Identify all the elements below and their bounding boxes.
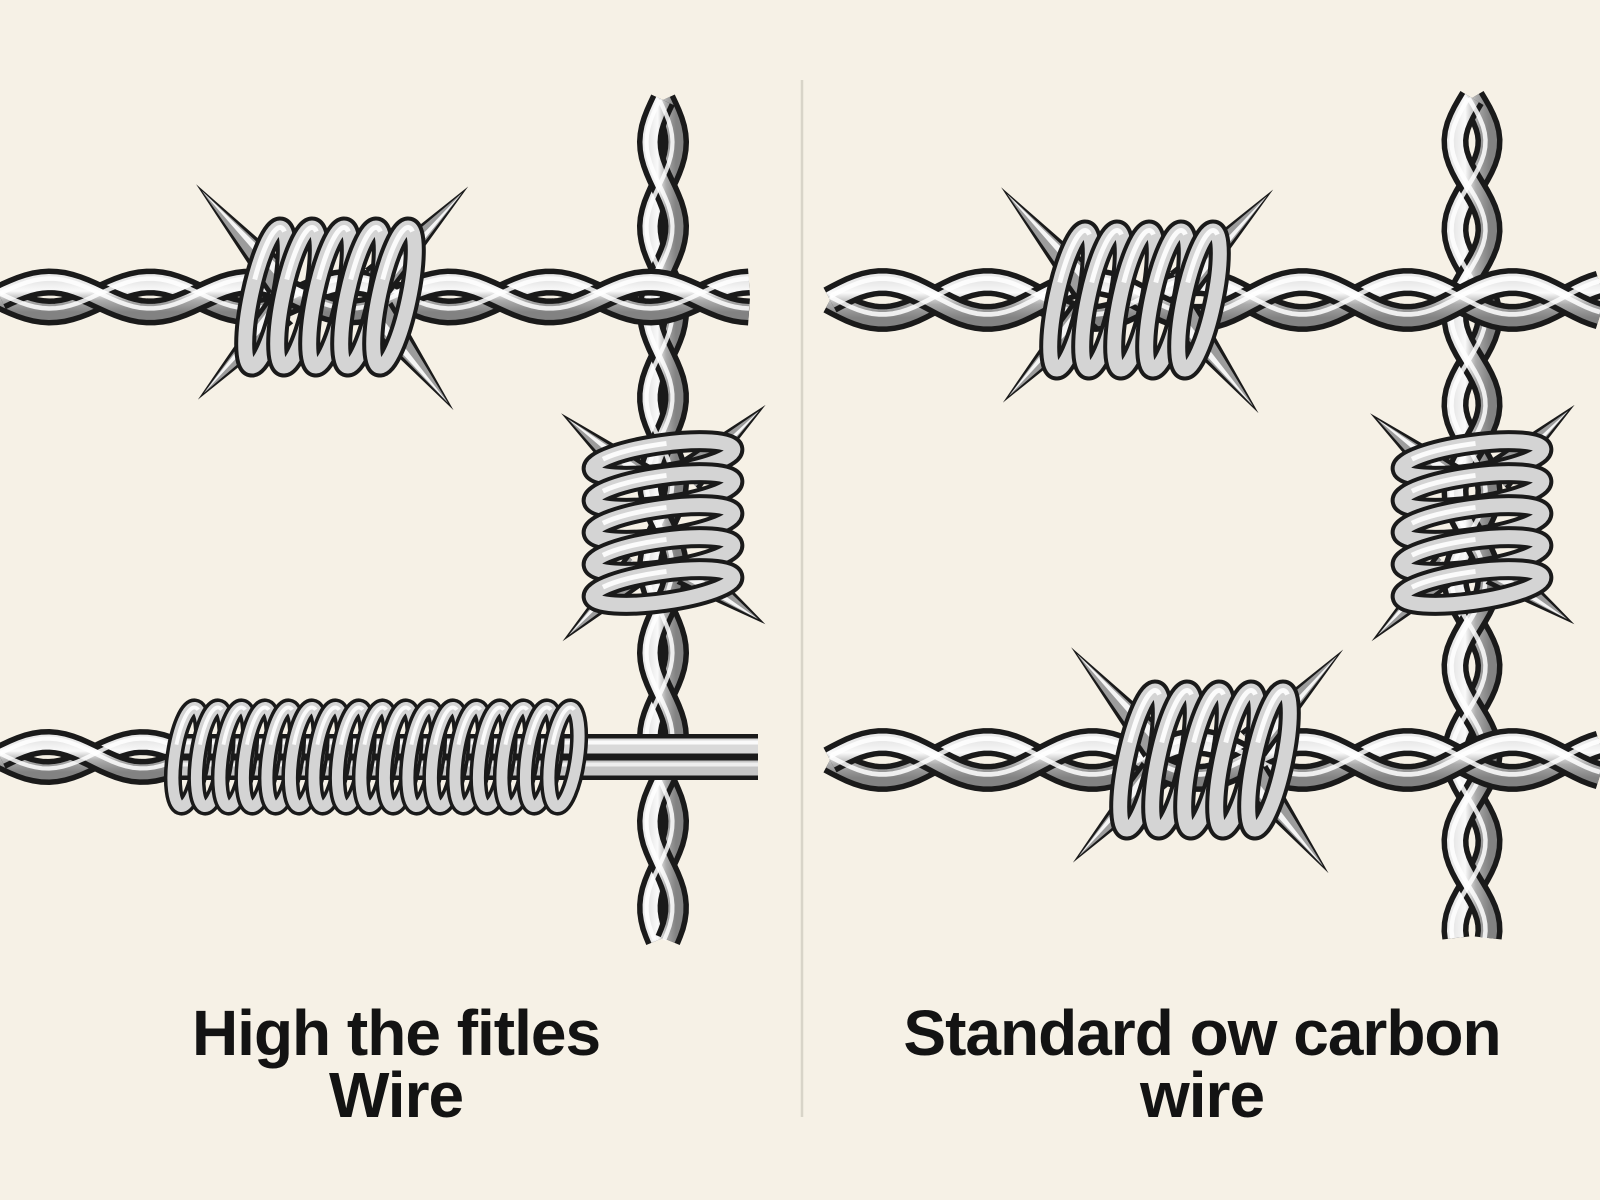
coil-loop-highlight	[500, 705, 534, 809]
right-caption: Standard ow carbon wire	[804, 997, 1600, 1131]
coil-loop-highlight	[1181, 688, 1229, 832]
coil-loop-highlight	[171, 705, 205, 809]
coil-loop-highlight	[1111, 228, 1159, 372]
coil-loop-highlight	[406, 705, 440, 809]
coil-loop-highlight	[194, 705, 229, 809]
coil-loop-highlight	[370, 225, 418, 369]
right-caption-line1: Standard ow carbon	[903, 997, 1501, 1069]
coil-loop-highlight	[1213, 688, 1261, 832]
coil-loop-highlight	[1245, 688, 1293, 832]
wire-highlight	[644, 99, 675, 941]
coil-loop-highlight	[1079, 228, 1127, 372]
coil-loop-highlight	[218, 705, 252, 809]
coil-loop-highlight	[590, 534, 736, 576]
coil-loop-highlight	[1117, 688, 1165, 832]
left-caption: High the fitles Wire	[0, 997, 792, 1131]
coil-loop-highlight	[274, 225, 322, 369]
coil-loop-highlight	[288, 705, 323, 809]
coil-loop-highlight	[335, 705, 370, 809]
coil-loop-highlight	[476, 705, 511, 809]
coil-loop-highlight	[1399, 470, 1545, 512]
coil-loop-highlight	[523, 705, 558, 809]
coil-loop-highlight	[1149, 688, 1197, 832]
coil-loop-highlight	[590, 566, 736, 608]
coil-loop-highlight	[590, 502, 736, 544]
coil-loop-highlight	[241, 705, 276, 809]
barb-knot-right-vertical	[1370, 404, 1575, 642]
coil-loop-highlight	[338, 225, 386, 369]
coil-loop-highlight	[1175, 228, 1223, 372]
barb-knot-right-top	[1001, 187, 1274, 414]
coil-loop-highlight	[312, 705, 346, 809]
coil-loop-highlight	[547, 705, 581, 809]
coil-loop-highlight	[590, 470, 736, 512]
coil-loop-highlight	[382, 705, 417, 809]
coil-loop-highlight	[1047, 228, 1095, 372]
coil-loop-highlight	[1399, 438, 1545, 480]
coil-loop-highlight	[1143, 228, 1191, 372]
right-panel	[823, 91, 1600, 940]
barb-knot-right-bottom	[1071, 647, 1344, 874]
right-caption-line2: wire	[1139, 1059, 1265, 1131]
coil-loop-highlight	[1399, 534, 1545, 576]
left-caption-line2: Wire	[328, 1059, 464, 1131]
vertical-twisted-wire-left	[636, 94, 690, 945]
coil-loop-highlight	[453, 705, 487, 809]
coil-loop-highlight	[1399, 502, 1545, 544]
coil-loop-highlight	[359, 705, 393, 809]
long-coil-wrap	[163, 698, 589, 816]
coil-loop-highlight	[306, 225, 354, 369]
coil-loop-highlight	[265, 705, 299, 809]
coiled-wire-bottom-left	[0, 698, 758, 816]
coil-loop-highlight	[242, 225, 290, 369]
wire-highlight	[644, 99, 675, 941]
left-caption-line1: High the fitles	[191, 997, 601, 1069]
coil-loop-highlight	[1399, 566, 1545, 608]
coil-loop-highlight	[429, 705, 464, 809]
barb-knot-left-vertical	[561, 404, 766, 642]
barb-knot-left-top	[196, 184, 469, 411]
left-panel	[0, 94, 766, 945]
coil-loop-highlight	[590, 438, 736, 480]
